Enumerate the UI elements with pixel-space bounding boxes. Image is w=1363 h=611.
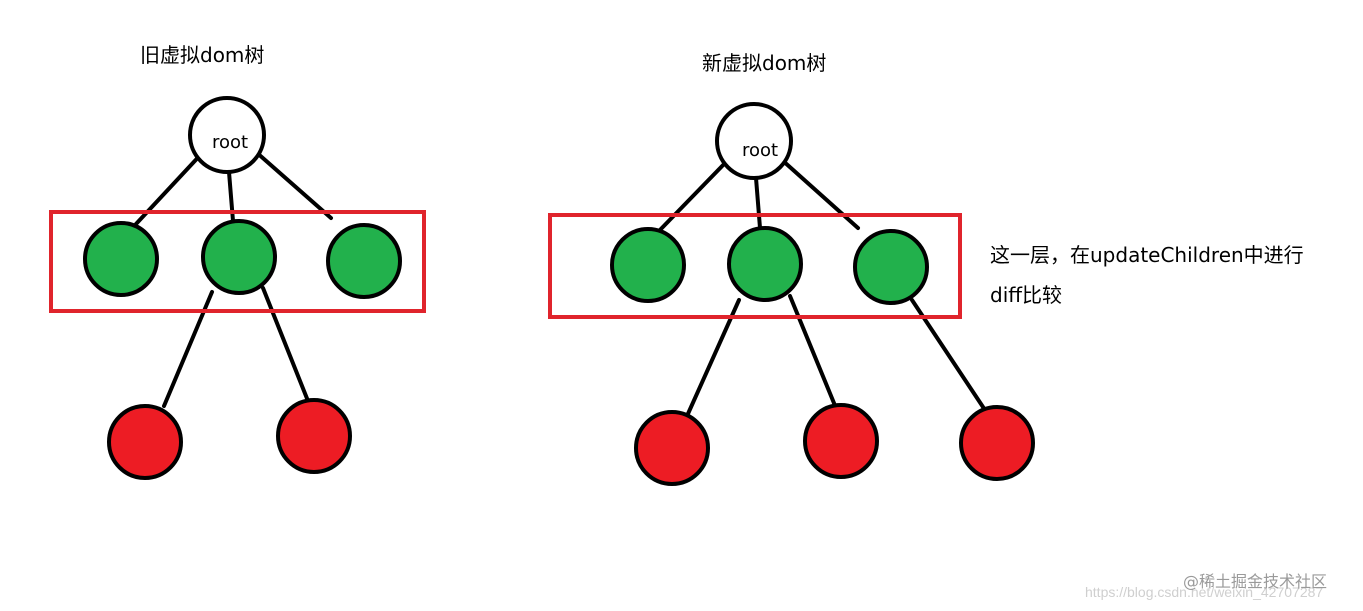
old-child-node-2 — [201, 219, 277, 295]
annotation-line-2: diff比较 — [990, 283, 1062, 307]
new-grandchild-node-3 — [959, 405, 1035, 481]
new-edge-root-child3 — [780, 158, 860, 230]
new-edge-root-child2 — [754, 176, 762, 230]
new-edge-child2-grandchild1 — [685, 298, 741, 418]
watermark-url: https://blog.csdn.net/weixin_42707287 — [1085, 584, 1323, 600]
old-grandchild-node-2 — [276, 398, 352, 474]
old-root-node — [188, 96, 266, 174]
old-tree-title: 旧虚拟dom树 — [140, 43, 264, 67]
old-grandchild-node-1 — [107, 404, 183, 480]
annotation-line-1: 这一层，在updateChildren中进行 — [990, 243, 1304, 267]
new-root-label: root — [742, 140, 778, 161]
new-edge-root-child1 — [656, 158, 730, 234]
new-level-highlight-frame — [548, 213, 962, 319]
new-grandchild-node-2 — [803, 403, 879, 479]
new-edge-child2-grandchild2 — [788, 294, 838, 410]
new-tree-title: 新虚拟dom树 — [702, 51, 826, 75]
old-child-node-3 — [326, 223, 402, 299]
watermark-brand: @稀土掘金技术社区 — [1183, 572, 1327, 591]
old-edge-root-child3 — [254, 150, 333, 220]
new-child-node-1 — [610, 227, 686, 303]
old-child-node-1 — [83, 221, 159, 297]
new-child-node-2 — [727, 226, 803, 302]
old-level-highlight-frame — [49, 210, 426, 313]
new-tree-edges — [656, 158, 987, 418]
old-root-label: root — [212, 132, 248, 153]
old-edge-child2-grandchild2 — [261, 286, 310, 403]
new-root-node — [715, 102, 793, 180]
new-grandchild-node-1 — [634, 410, 710, 486]
new-child-node-3 — [853, 229, 929, 305]
